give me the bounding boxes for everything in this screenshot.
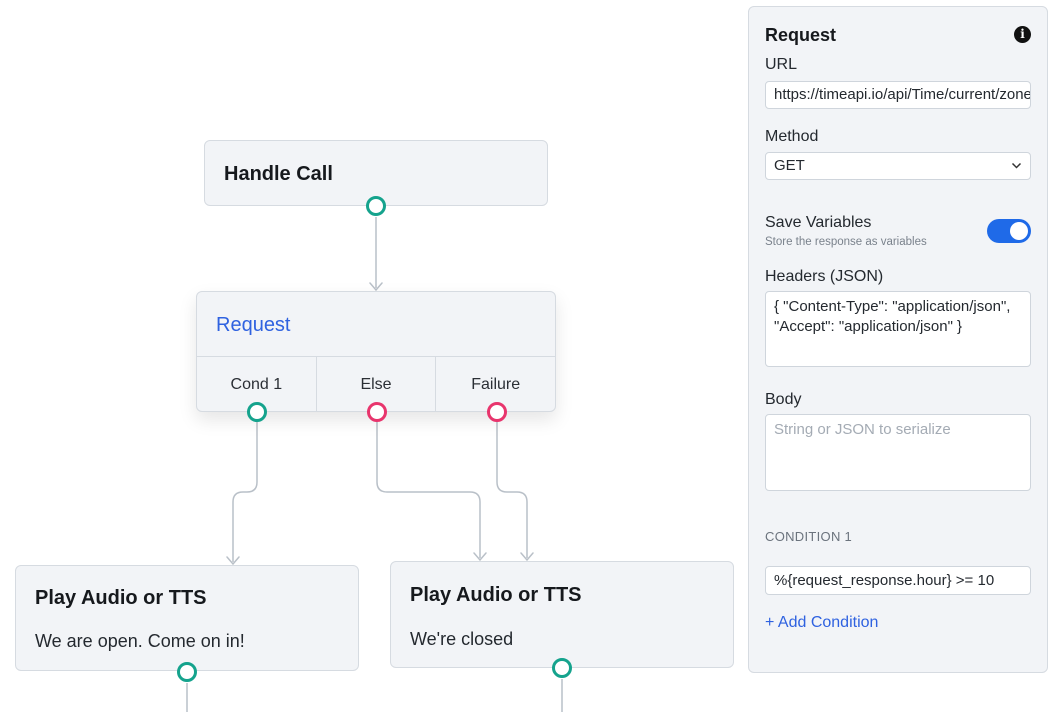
arrowhead xyxy=(226,556,240,566)
port-handle-call-out[interactable] xyxy=(366,196,386,216)
body-label: Body xyxy=(765,391,802,408)
node-title: Request xyxy=(216,314,291,336)
port-cond-1[interactable] xyxy=(247,402,267,422)
port-failure[interactable] xyxy=(487,402,507,422)
edge-else-to-closed xyxy=(376,422,481,558)
node-title: Play Audio or TTS xyxy=(410,584,582,606)
save-variables-description: Store the response as variables xyxy=(765,236,927,248)
branch-failure: Failure xyxy=(471,376,521,393)
url-label: URL xyxy=(765,56,798,73)
method-select[interactable]: GET xyxy=(765,152,1031,180)
arrowhead xyxy=(369,282,383,292)
url-input[interactable]: https://timeapi.io/api/Time/current/zone… xyxy=(765,81,1031,109)
add-condition-link[interactable]: + Add Condition xyxy=(765,614,879,631)
node-play-open[interactable]: Play Audio or TTS We are open. Come on i… xyxy=(15,565,359,671)
port-else[interactable] xyxy=(367,402,387,422)
node-request[interactable]: Request Cond 1 Else Failure xyxy=(196,291,556,412)
save-variables-toggle[interactable] xyxy=(987,219,1031,243)
edge-cond1-to-open xyxy=(232,422,258,562)
arrowhead xyxy=(473,552,487,562)
edge-failure-to-closed xyxy=(496,422,528,558)
info-icon[interactable]: i xyxy=(1014,26,1031,43)
request-settings-panel: Request i URL https://timeapi.io/api/Tim… xyxy=(748,6,1048,673)
port-play-closed-out[interactable] xyxy=(552,658,572,678)
body-textarea[interactable]: String or JSON to serialize xyxy=(765,414,1031,491)
method-label: Method xyxy=(765,128,819,145)
node-play-closed[interactable]: Play Audio or TTS We're closed xyxy=(390,561,734,668)
node-title: Handle Call xyxy=(224,163,333,185)
node-text: We're closed xyxy=(410,629,514,649)
branch-cond-1: Cond 1 xyxy=(197,357,317,411)
panel-title: Request xyxy=(765,25,837,45)
method-value: GET xyxy=(774,157,805,174)
headers-label: Headers (JSON) xyxy=(765,268,884,285)
chevron-down-icon xyxy=(1011,153,1022,179)
save-variables-label: Save Variables xyxy=(765,214,872,231)
condition-1-input[interactable]: %{request_response.hour} >= 10 xyxy=(765,566,1031,595)
arrowhead xyxy=(520,552,534,562)
node-title: Play Audio or TTS xyxy=(35,587,207,609)
branch-row: Cond 1 Else Failure xyxy=(197,356,555,411)
branch-else: Else xyxy=(317,357,437,411)
condition-heading: CONDITION 1 xyxy=(765,529,853,544)
port-play-open-out[interactable] xyxy=(177,662,197,682)
node-text: We are open. Come on in! xyxy=(35,631,245,651)
headers-textarea[interactable]: { "Content-Type": "application/json", "A… xyxy=(765,291,1031,367)
toggle-knob xyxy=(1010,222,1028,240)
